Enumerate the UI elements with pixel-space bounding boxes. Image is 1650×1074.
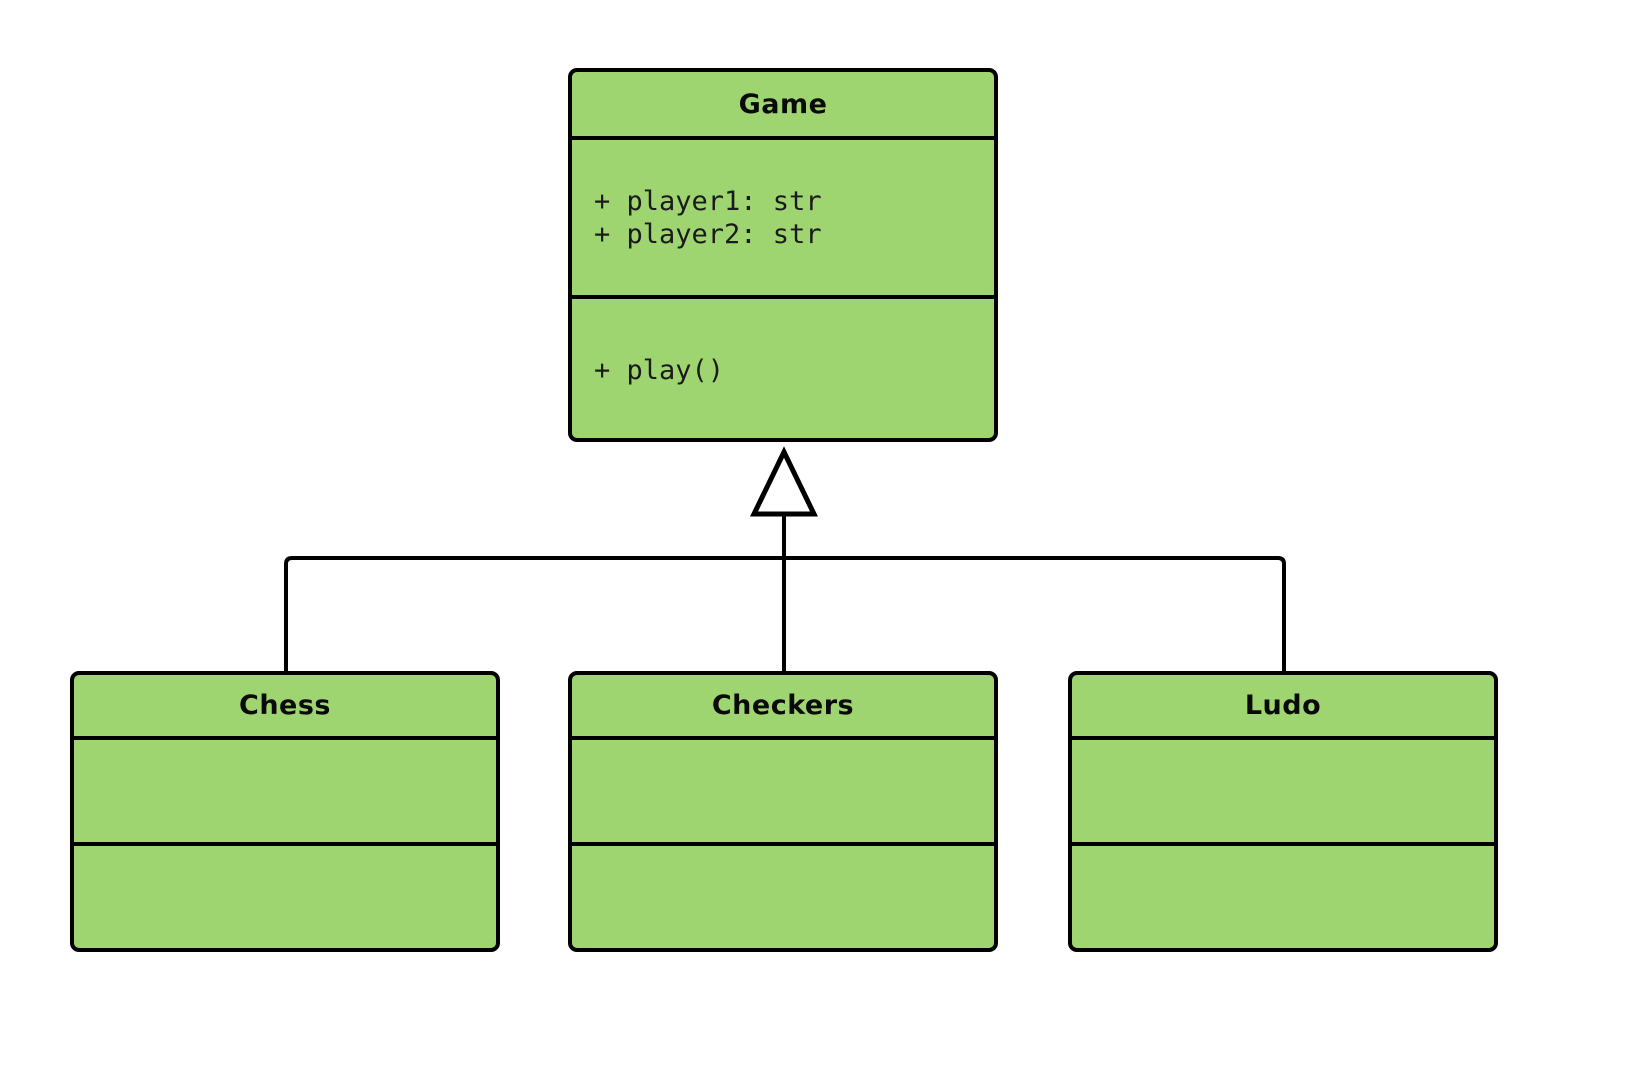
attribute-item: + player2: str	[594, 218, 822, 250]
class-methods-game: + play()	[572, 299, 994, 438]
class-attributes-chess	[74, 740, 496, 846]
uml-class-chess[interactable]: Chess	[70, 671, 500, 952]
class-title-game: Game	[572, 72, 994, 140]
connector-bus-right	[784, 556, 1286, 673]
class-attributes-checkers	[572, 740, 994, 846]
uml-class-checkers[interactable]: Checkers	[568, 671, 998, 952]
class-attributes-game: + player1: str + player2: str	[572, 140, 994, 299]
class-attributes-ludo	[1072, 740, 1494, 846]
class-methods-chess	[74, 846, 496, 948]
uml-class-ludo[interactable]: Ludo	[1068, 671, 1498, 952]
class-title-ludo: Ludo	[1072, 675, 1494, 740]
attribute-item: + player1: str	[594, 185, 822, 217]
class-title-chess: Chess	[74, 675, 496, 740]
connector-bus-left	[284, 556, 784, 673]
method-item: + play()	[594, 355, 725, 386]
class-methods-checkers	[572, 846, 994, 948]
uml-class-game[interactable]: Game + player1: str + player2: str + pla…	[568, 68, 998, 442]
class-title-checkers: Checkers	[572, 675, 994, 740]
class-methods-ludo	[1072, 846, 1494, 948]
generalization-arrowhead	[750, 446, 818, 517]
